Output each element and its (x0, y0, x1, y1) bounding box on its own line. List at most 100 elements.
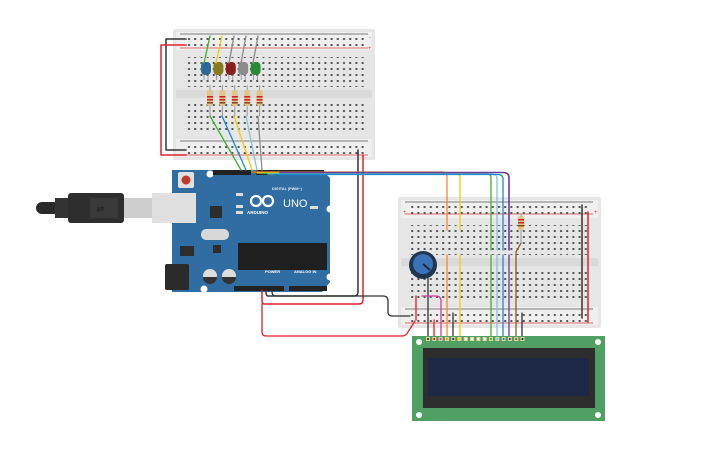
potentiometer[interactable] (409, 251, 437, 279)
wire-pin-yellow[interactable] (233, 115, 253, 171)
header-left (213, 170, 251, 175)
led-rx (236, 211, 243, 214)
usb-cable-strain (36, 202, 60, 214)
wire-lcd-brown[interactable] (515, 242, 522, 337)
wire-lcd-purple[interactable] (279, 171, 510, 251)
resistor-band (219, 99, 226, 101)
mount-hole (200, 285, 208, 293)
resistor-band (207, 96, 213, 98)
mount-hole (595, 339, 601, 345)
wire-led-green[interactable] (203, 35, 211, 64)
reset-button-cap (181, 175, 191, 185)
wire-lcd-v0[interactable] (421, 295, 442, 337)
mount-hole (326, 205, 334, 213)
analog-header-label: ANALOG IN (294, 269, 317, 274)
wire-led-yellow[interactable] (215, 35, 223, 64)
lcd-pin-dot (471, 337, 474, 341)
wire-pin-green[interactable] (209, 115, 242, 171)
header-power (234, 286, 284, 291)
resistor[interactable] (231, 85, 238, 116)
rail-holes (184, 35, 364, 47)
resistor[interactable] (219, 85, 226, 116)
led-tx (236, 205, 243, 208)
crystal (201, 229, 229, 240)
lcd-pin-dot (508, 337, 511, 341)
led-group (201, 62, 261, 80)
wire-led-gray[interactable] (252, 35, 259, 64)
wire-lcd-blue[interactable] (273, 173, 504, 251)
lcd-pin-dot (483, 337, 486, 341)
breadboard-top[interactable]: - + (173, 29, 375, 160)
resistor-band (219, 96, 226, 98)
wire-power-rail-left[interactable] (160, 44, 187, 156)
wire-gnd-rail-left[interactable] (165, 38, 187, 151)
resistor-band (231, 99, 238, 101)
wire-power-right-bb[interactable] (261, 303, 416, 337)
rail-holes (184, 142, 364, 154)
wire-pin-blue[interactable] (221, 115, 247, 171)
resistor-backlight[interactable] (518, 214, 524, 243)
led-body (213, 62, 224, 75)
lcd-screen (428, 358, 589, 396)
lcd-pin-dot (452, 337, 455, 341)
resistor-band (231, 96, 238, 98)
resistor[interactable] (244, 85, 251, 116)
wire-5v-arduino[interactable] (261, 154, 364, 305)
on-led (310, 206, 318, 209)
resistor-band (518, 219, 524, 221)
lcd-pin-dot (458, 337, 461, 341)
brand-label: ARDUINO (247, 210, 268, 215)
resistor-band (518, 222, 524, 224)
resistor-band (207, 99, 213, 101)
wire-led-gray[interactable] (228, 35, 235, 64)
lcd-16x2[interactable] (412, 336, 605, 421)
wire-gnd-right-bb[interactable] (271, 289, 411, 317)
arduino-uno[interactable]: DIGITAL (PWM~) ARDUINO UNO POWER ANALOG … (152, 170, 334, 293)
lcd-pin-dot (515, 337, 518, 341)
lcd-pin-dot (445, 337, 448, 341)
lcd-pin-dot (433, 337, 436, 341)
mount-hole (595, 412, 601, 418)
lcd-pin-dot (426, 337, 430, 341)
usb-plug-metal (124, 198, 154, 218)
terminal-holes-lower (409, 268, 589, 298)
power-header-label: POWER (265, 269, 280, 274)
lcd-pin-dot (521, 337, 524, 341)
led-blue[interactable] (201, 62, 211, 80)
center-channel (401, 258, 598, 266)
model-label: UNO (283, 198, 308, 210)
wire-pin-gray[interactable] (257, 115, 263, 171)
rail-plus-label: + (368, 46, 372, 52)
led-body (238, 62, 249, 75)
resistor-band (244, 96, 251, 98)
usb-icon (90, 198, 118, 218)
rail-plus-label: + (594, 210, 598, 216)
center-channel (176, 90, 372, 98)
usb-cable[interactable]: ⇌ (36, 193, 154, 223)
led-body (201, 62, 211, 75)
capacitor-shade (222, 277, 236, 284)
led-yellow[interactable] (213, 62, 224, 80)
capacitor-shade (203, 277, 217, 284)
small-chip (213, 245, 221, 253)
led-white[interactable] (238, 62, 249, 80)
terminal-holes-upper (184, 57, 364, 87)
rail-holes (409, 310, 589, 322)
wire-led-gray[interactable] (240, 35, 247, 64)
led-green[interactable] (250, 62, 261, 80)
regulator (180, 246, 194, 256)
rail-minus-label: - (369, 35, 371, 41)
wire-pin-cyan[interactable] (245, 115, 258, 171)
rail-plus-label: + (403, 210, 407, 216)
terminal-holes-upper (409, 225, 589, 255)
resistor[interactable] (207, 85, 213, 116)
terminal-holes-lower (184, 100, 364, 130)
mount-hole (416, 412, 422, 418)
resistor[interactable] (256, 85, 263, 116)
lcd-pin-dot (464, 337, 467, 341)
breadboard-right[interactable]: + + (398, 197, 601, 328)
resistor-band (207, 102, 213, 104)
arduino-usb-port (152, 193, 196, 223)
led-red[interactable] (225, 62, 236, 80)
